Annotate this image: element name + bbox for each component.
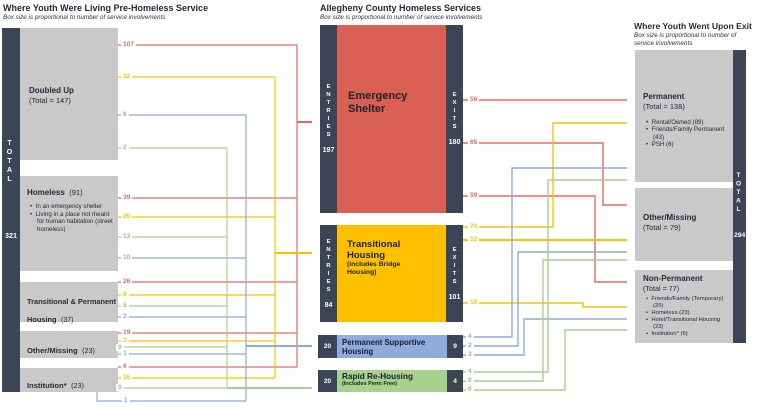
flow-label: 3	[466, 351, 474, 358]
program-box-psh	[337, 335, 447, 358]
flow-rrh-nonpermanent	[462, 329, 627, 391]
source-box-homeless-text: Homeless (91) In an emergency shelter Li…	[27, 182, 115, 233]
right-total-label: TOTAL	[735, 172, 742, 215]
flow-label: 5	[121, 302, 129, 309]
flow-label: 26	[121, 278, 133, 285]
source-box-transitional-permanent	[20, 282, 118, 322]
flow-institution-psh	[96, 392, 246, 402]
psh-label: Permanent Supportive Housing	[342, 338, 426, 356]
flow-label: 39	[121, 194, 133, 201]
flow-label: 107	[121, 41, 137, 48]
flow-label: 13	[121, 233, 133, 240]
right-panel-subtitle: Box size is proportional to number of se…	[634, 32, 737, 47]
flow-label: 32	[121, 73, 133, 80]
flow-label: 1	[122, 397, 130, 404]
right-panel-title: Where Youth Went Upon Exit	[634, 21, 752, 31]
flow-label: 10	[121, 254, 133, 261]
psh-entries-square: 20	[318, 335, 337, 358]
program-box-transitional-housing	[337, 225, 446, 322]
flow-label: 74	[468, 223, 480, 230]
homeless-bullets: In an emergency shelter Living in a plac…	[27, 203, 115, 233]
psh-exits-square: 9	[447, 335, 463, 358]
rrh-exits-square: 4	[447, 370, 463, 392]
left-panel-subtitle: Box size is proportional to number of se…	[3, 14, 166, 21]
th-label: Transitional Housing (includes Bridge Ho…	[347, 239, 401, 276]
flow-label: 4	[466, 333, 474, 340]
dest-box-other-missing	[635, 188, 733, 261]
flow-label: 6	[121, 111, 129, 118]
right-total-value: 294	[734, 232, 746, 239]
flow-label: 2	[121, 144, 129, 151]
non-permanent-bullets: Friends/Family (Temporary) (25) Homeless…	[643, 296, 731, 338]
flow-es-othermissing	[463, 142, 627, 206]
flow-label: 3	[121, 337, 129, 344]
dest-box-permanent	[635, 50, 733, 182]
flow-label: 8	[121, 291, 129, 298]
source-box-other-missing-text: Other/Missing (23)	[27, 346, 95, 355]
flow-psh-othermissing	[462, 251, 627, 347]
permanent-bullets: Rental/Owned (89) Friends/Family Permane…	[643, 119, 729, 149]
left-total-value: 321	[5, 231, 17, 240]
th-entries-bar: ENTRIES 84	[320, 225, 337, 322]
flow-label: 12	[468, 236, 480, 243]
program-box-emergency-shelter	[337, 25, 446, 213]
flow-label: 0	[116, 384, 124, 391]
dest-box-non-permanent-text: Non-Permanent (Total = 77) Friends/Famil…	[643, 274, 731, 338]
source-box-institution-text: Institution* (23)	[27, 381, 84, 390]
source-box-doubled-up	[20, 28, 118, 160]
th-exits-bar: EXITS 101	[446, 225, 463, 322]
rrh-entries-square: 20	[318, 370, 337, 392]
left-total-bar: TOTAL 321	[2, 28, 20, 392]
flow-label: 0	[466, 377, 474, 384]
program-box-rrh	[337, 370, 447, 392]
flow-label: 0	[466, 386, 474, 393]
flow-rrh-permanent	[462, 179, 627, 373]
flow-label: 6	[121, 363, 129, 370]
left-total-label: TOTAL	[6, 140, 13, 185]
flow-label: 1	[121, 350, 129, 357]
flow-label: 0	[116, 344, 124, 351]
dest-box-permanent-text: Permanent (Total = 138) Rental/Owned (89…	[643, 92, 729, 149]
flow-label: 65	[468, 139, 480, 146]
source-box-institution	[20, 368, 118, 392]
es-exits-bar: EXITS 180	[446, 25, 463, 213]
flow-label: 15	[468, 299, 480, 306]
source-box-doubled-up-text: Doubled Up (Total = 147)	[29, 86, 74, 105]
source-box-transitional-permanent-text: Transitional & Permanent Housing (37)	[27, 297, 117, 324]
rrh-label: Rapid Re-Housing (Includes Penn Free)	[342, 372, 413, 387]
flow-label: 2	[121, 313, 129, 320]
flow-th-nonpermanent	[463, 302, 627, 308]
dest-box-other-missing-text: Other/Missing (Total = 79)	[643, 213, 697, 232]
flow-th-permanent	[463, 122, 627, 228]
flow-label: 2	[466, 342, 474, 349]
source-box-other-missing	[20, 331, 118, 358]
center-panel-subtitle: Box size is proportional to number of se…	[320, 14, 483, 21]
flow-label: 4	[466, 368, 474, 375]
flow-label: 19	[121, 329, 133, 336]
flow-psh-permanent	[462, 167, 627, 338]
es-label: Emergency Shelter	[348, 90, 408, 115]
flow-label: 59	[468, 192, 480, 199]
flow-label: 56	[468, 96, 480, 103]
right-total-bar: TOTAL 294	[733, 50, 746, 343]
es-entries-bar: ENTRIES 197	[320, 25, 337, 213]
flow-label: 16	[121, 374, 133, 381]
left-panel-title: Where Youth Were Living Pre-Homeless Ser…	[3, 3, 209, 13]
flow-rrh-othermissing	[462, 259, 627, 382]
flow-psh-nonpermanent	[462, 318, 627, 356]
flow-label: 25	[121, 213, 133, 220]
center-panel-title: Allegheny County Homeless Services	[320, 3, 482, 13]
